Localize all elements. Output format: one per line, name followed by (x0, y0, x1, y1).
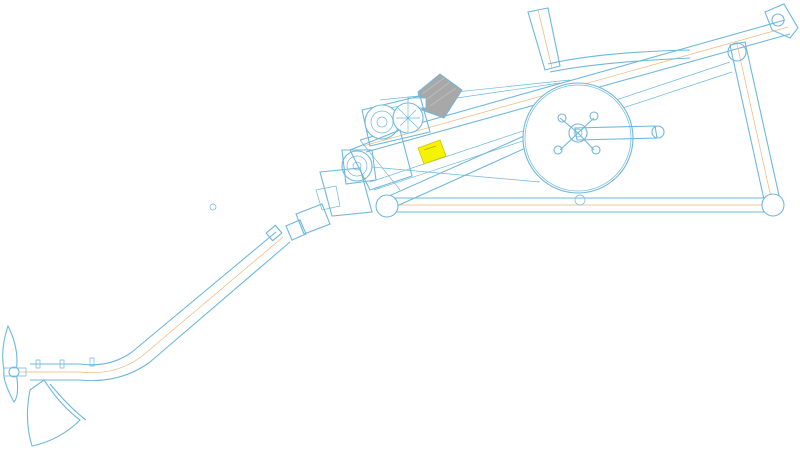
propeller (2, 324, 27, 403)
highlight-plate (417, 139, 447, 165)
skeg-fin (26, 379, 87, 447)
motor (407, 73, 463, 119)
upper-gearbox (361, 95, 431, 147)
lower-pulley (341, 149, 377, 185)
crank-arm (553, 111, 665, 155)
chainring (522, 82, 634, 194)
shaft-tube (20, 203, 331, 382)
frame (209, 3, 799, 218)
drive-housing (315, 129, 413, 217)
